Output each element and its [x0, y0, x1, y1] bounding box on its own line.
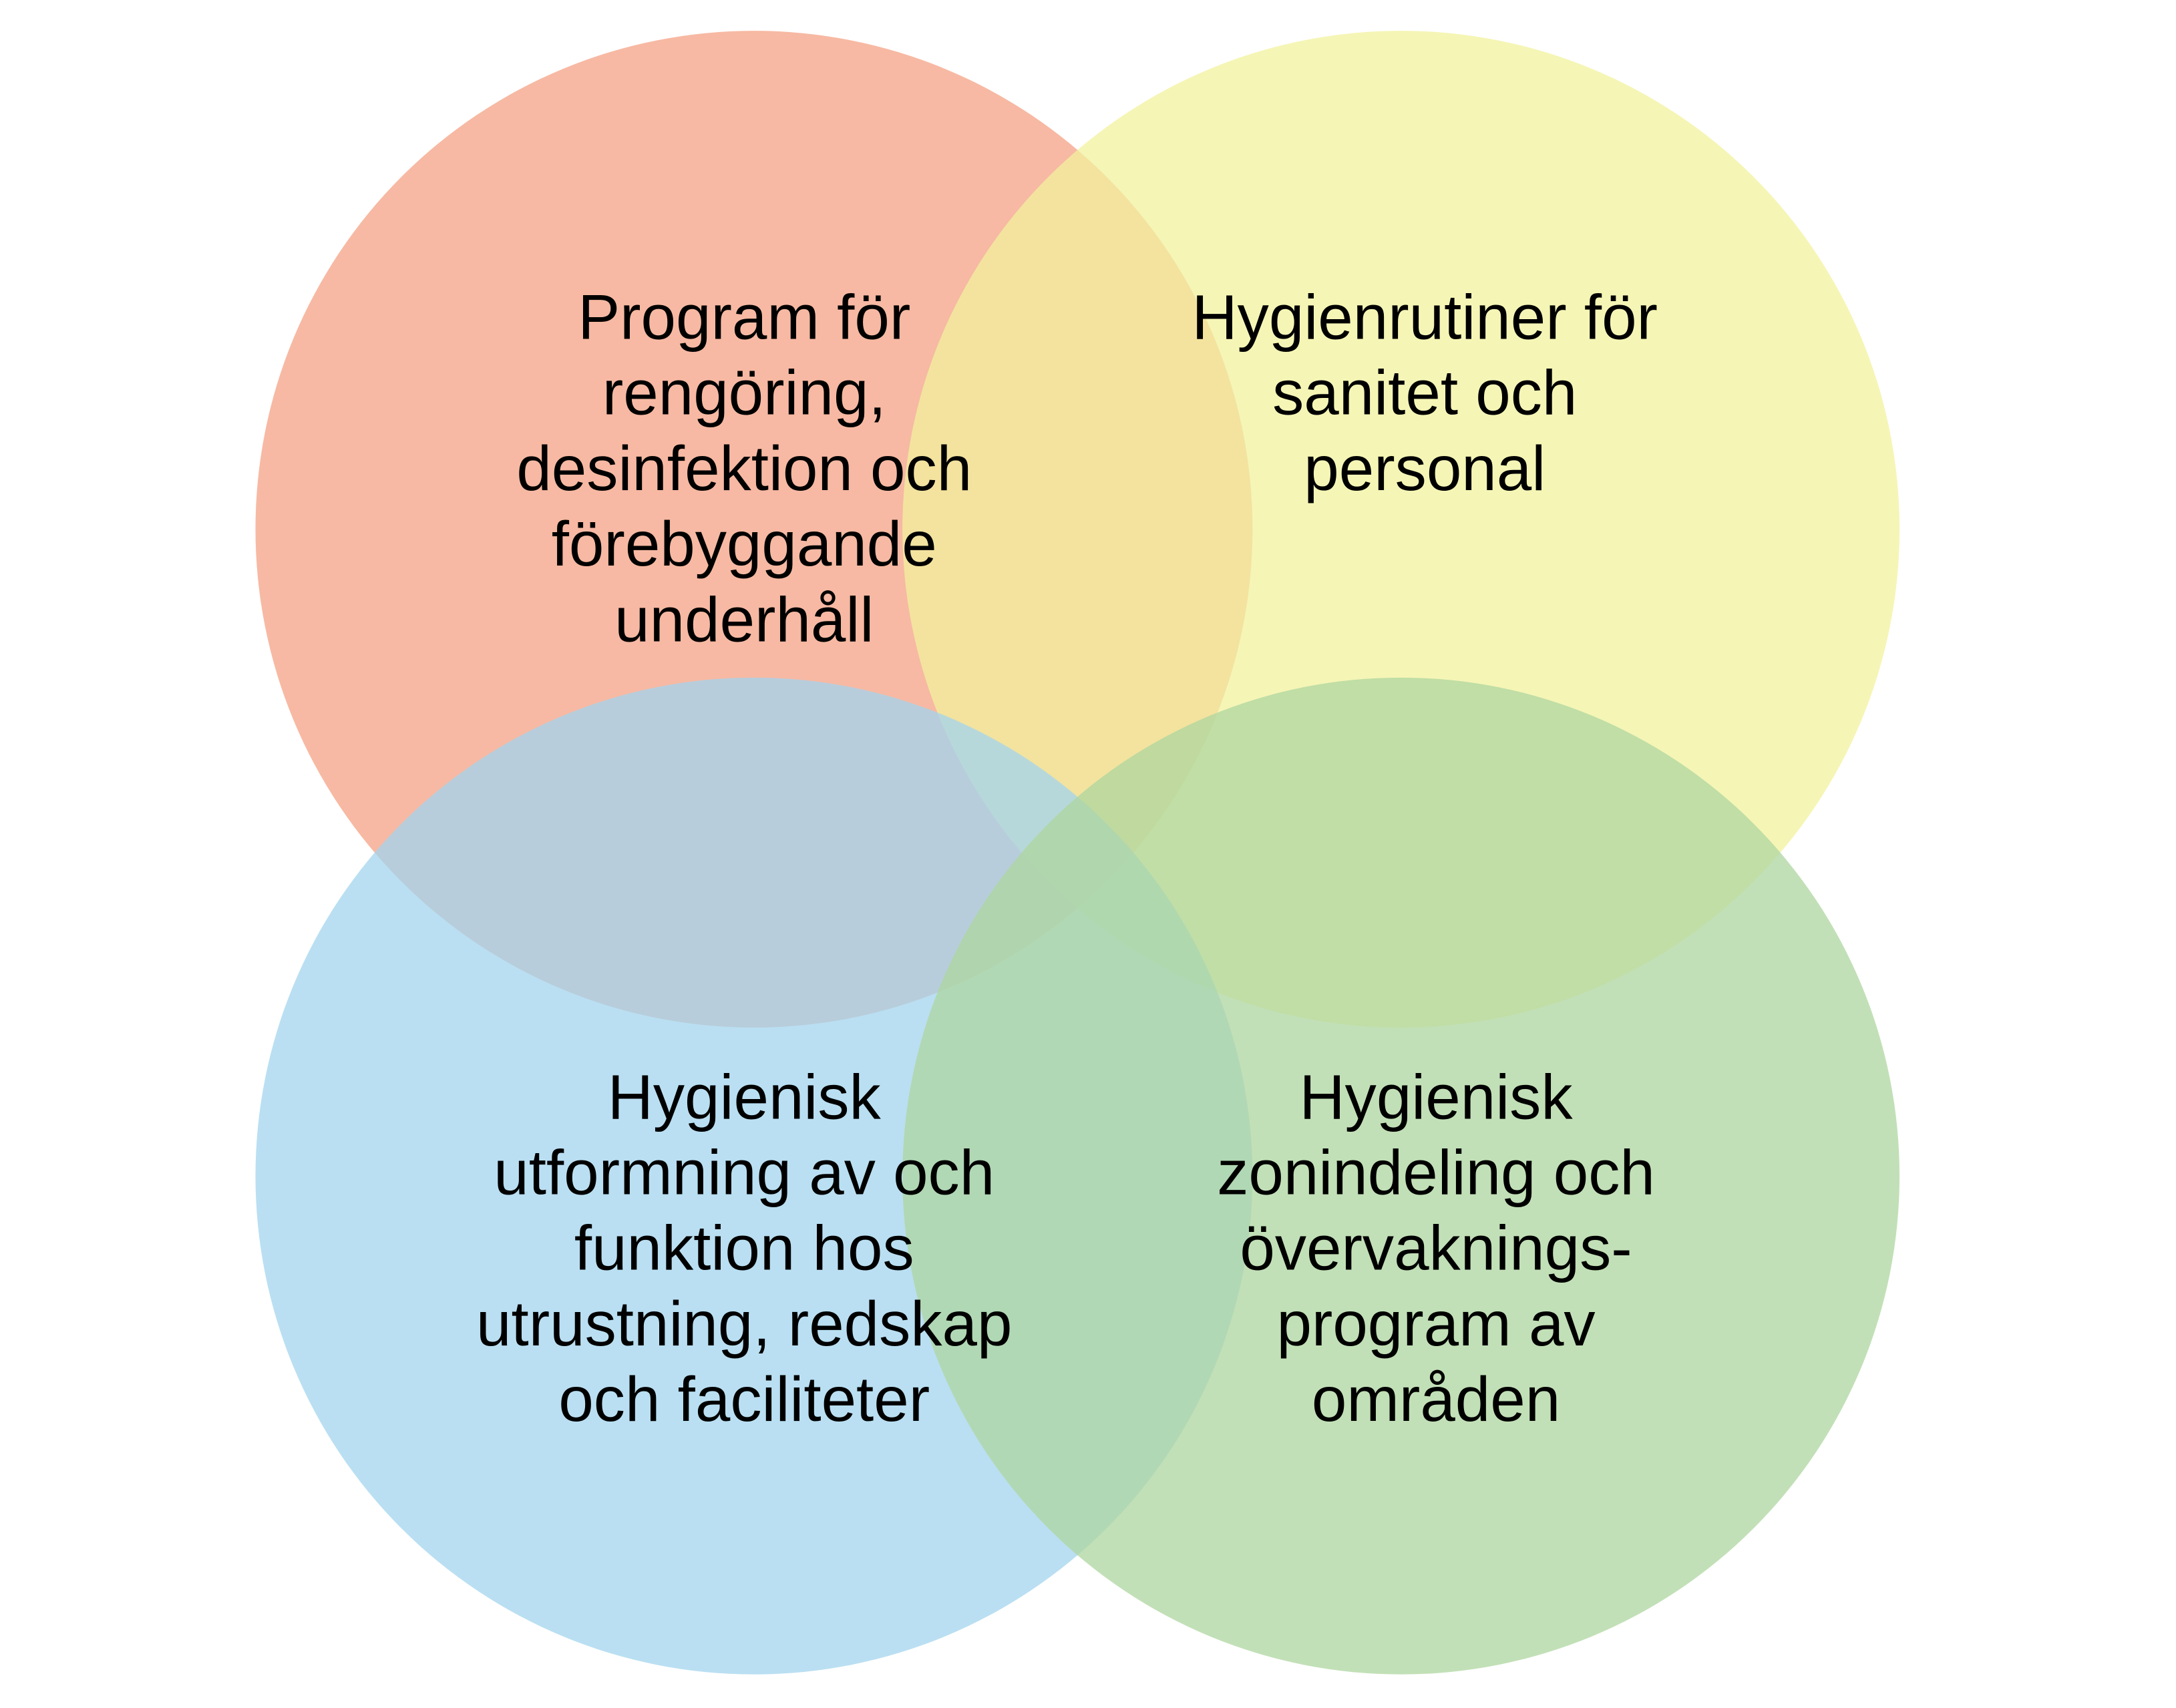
- label-line: personal: [1304, 433, 1546, 503]
- label-line: utrustning, redskap: [476, 1289, 1012, 1359]
- label-line: förebyggande: [552, 509, 937, 579]
- circle-zoning: [902, 677, 1900, 1675]
- label-line: övervaknings-: [1240, 1213, 1632, 1283]
- label-line: desinfektion och: [516, 433, 972, 503]
- label-line: program av: [1276, 1289, 1595, 1359]
- label-line: funktion hos: [574, 1213, 914, 1283]
- label-line: sanitet och: [1272, 358, 1577, 428]
- label-line: Hygienisk: [608, 1062, 882, 1132]
- label-line: utformning av och: [494, 1138, 994, 1208]
- label-line: underhåll: [614, 584, 874, 654]
- label-line: Hygienrutiner för: [1192, 282, 1658, 352]
- label-line: och faciliteter: [558, 1364, 930, 1434]
- label-line: områden: [1312, 1364, 1560, 1434]
- label-line: zonindeling och: [1217, 1138, 1655, 1208]
- label-line: Hygienisk: [1300, 1062, 1574, 1132]
- label-line: Program för: [578, 282, 910, 352]
- label-line: rengöring,: [602, 358, 886, 428]
